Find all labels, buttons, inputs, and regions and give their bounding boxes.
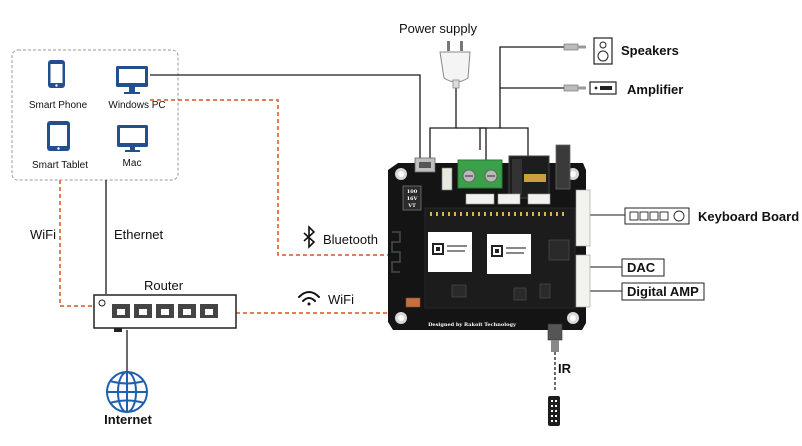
- pcb-board: 100 16V VT: [388, 144, 591, 330]
- internet-label: Internet: [104, 412, 152, 427]
- amplifier-label: Amplifier: [627, 82, 683, 97]
- wifi-router-label: WiFi: [328, 292, 354, 307]
- svg-text:VT: VT: [407, 203, 416, 209]
- usb-cable: [150, 74, 421, 162]
- speaker-icon: [593, 37, 613, 65]
- bluetooth-icon: [303, 225, 316, 249]
- svg-text:16V: 16V: [407, 196, 418, 202]
- monitor-icon: [117, 125, 148, 152]
- power-terminal: [457, 159, 503, 189]
- svg-text:100: 100: [407, 189, 418, 195]
- smart-phone-label: Smart Phone: [29, 100, 88, 111]
- audio-jack-icon: [563, 43, 586, 51]
- monitor-icon: [116, 66, 148, 94]
- power-terminal-cable: [456, 127, 487, 162]
- audio-split: [479, 127, 500, 150]
- smartphone-icon: [48, 60, 65, 88]
- amplifier-icon: [589, 81, 617, 95]
- power-supply-label: Power supply: [399, 21, 478, 36]
- power-adapter-icon: [439, 41, 471, 89]
- bluetooth-label: Bluetooth: [323, 232, 378, 247]
- ir-receiver: [547, 323, 563, 352]
- power-cable: [429, 88, 457, 162]
- board-credit: Designed by Rakoit Technology: [428, 322, 517, 328]
- keyboard-board-label: Keyboard Board: [698, 209, 799, 224]
- globe-icon: [106, 371, 148, 413]
- dac-box: [621, 258, 665, 277]
- wifi-icon: [298, 291, 320, 306]
- mac-label: Mac: [123, 158, 142, 169]
- bluetooth-link: [150, 99, 395, 256]
- smart-tablet-label: Smart Tablet: [32, 160, 88, 171]
- wifi-module-1: [428, 232, 472, 272]
- board-connector-wires: [587, 214, 625, 292]
- ethernet-label: Ethernet: [114, 227, 164, 242]
- digital-amp-box: [621, 282, 705, 301]
- capacitor: 100 16V VT: [402, 185, 422, 211]
- router-icon: [93, 294, 237, 332]
- wireless-connections: [59, 99, 410, 314]
- ir-label: IR: [558, 361, 572, 376]
- keyboard-board-icon: [624, 207, 690, 225]
- wired-connections: [105, 46, 564, 390]
- audio-jack-port: [508, 155, 550, 199]
- wifi-link-left: [59, 180, 100, 307]
- audio-jack-icon: [563, 84, 586, 92]
- dac-label: DAC: [627, 260, 656, 275]
- wifi-module-2: [487, 234, 531, 274]
- speaker-cable: [499, 46, 564, 160]
- digital-amp-label: Digital AMP: [627, 284, 699, 299]
- ir-remote-icon: [548, 396, 560, 426]
- router-label: Router: [144, 278, 184, 293]
- windows-pc-label: Windows PC: [108, 100, 165, 111]
- speakers-label: Speakers: [621, 43, 679, 58]
- tablet-icon: [47, 121, 70, 151]
- reset-button: [555, 144, 571, 190]
- wifi-label: WiFi: [30, 227, 56, 242]
